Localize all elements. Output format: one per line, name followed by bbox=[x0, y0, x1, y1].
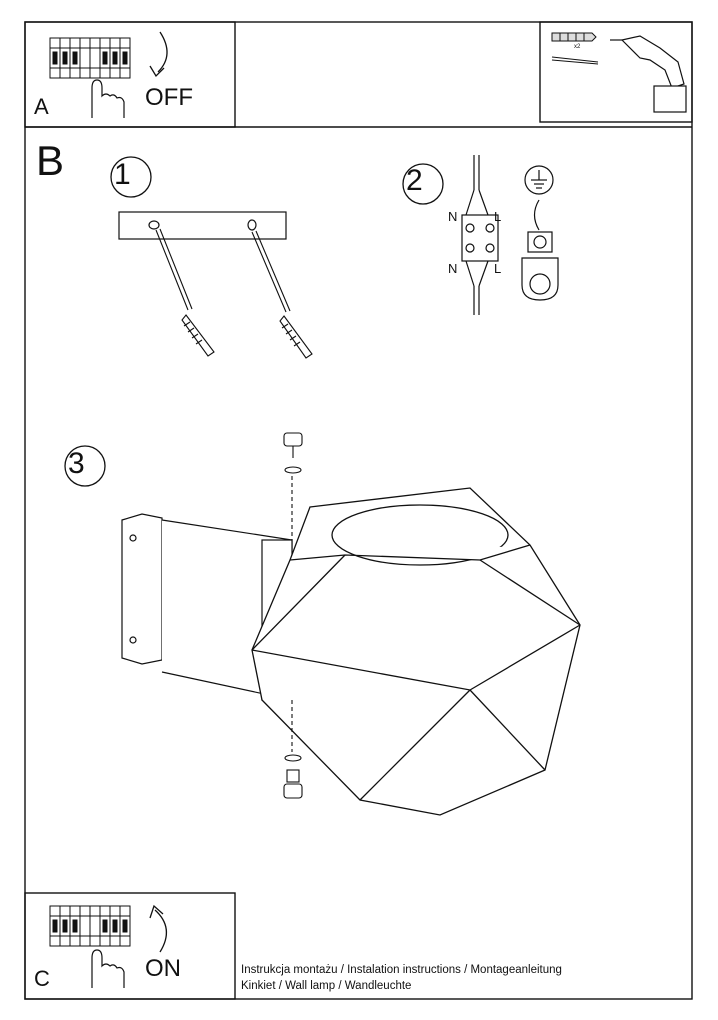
screw-and-plug-icon bbox=[155, 228, 215, 357]
mounting-plate bbox=[118, 211, 287, 240]
screw-and-plug-icon bbox=[251, 230, 313, 359]
screw-icon bbox=[551, 56, 599, 65]
live-wire-label: L bbox=[494, 209, 502, 224]
hand-icon bbox=[91, 79, 125, 118]
wall-plug-icon bbox=[551, 32, 597, 42]
section-c-label: C bbox=[34, 966, 50, 991]
arrow-up-icon bbox=[149, 904, 167, 953]
footer-caption: Instrukcja montażu / Instalation instruc… bbox=[241, 962, 562, 994]
ground-terminal-icon bbox=[521, 199, 559, 301]
terminal-block bbox=[461, 155, 499, 315]
step-1-circle bbox=[110, 156, 152, 198]
sheet-border bbox=[24, 21, 693, 1000]
on-label: ON bbox=[145, 955, 181, 982]
step-2-number: 2 bbox=[406, 164, 423, 197]
section-a-label: A bbox=[34, 94, 49, 119]
footer-line-2: Kinkiet / Wall lamp / Wandleuchte bbox=[241, 980, 412, 992]
neutral-wire-label: N bbox=[448, 261, 458, 276]
panel-c-border bbox=[24, 892, 236, 1000]
step-3-number: 3 bbox=[68, 447, 85, 480]
ground-icon bbox=[524, 165, 554, 195]
footer-line-1: Instrukcja montażu / Instalation instruc… bbox=[241, 964, 562, 976]
step-3-circle bbox=[64, 445, 106, 487]
breaker-panel-icon bbox=[49, 37, 131, 79]
off-label: OFF bbox=[145, 84, 193, 111]
section-b-label: B bbox=[36, 137, 65, 184]
bottom-screw-icon bbox=[283, 700, 303, 799]
neutral-wire-label: N bbox=[448, 209, 458, 224]
hand-icon bbox=[91, 949, 125, 988]
hexagonal-lamp-shade bbox=[251, 487, 581, 816]
drill-icon bbox=[610, 35, 687, 113]
quantity-label: x2 bbox=[574, 44, 581, 50]
arrow-down-icon bbox=[149, 31, 168, 78]
tools-panel-border bbox=[539, 21, 693, 123]
step-2-circle bbox=[402, 163, 444, 205]
live-wire-label: L bbox=[494, 261, 502, 276]
breaker-panel-icon bbox=[49, 905, 131, 947]
step-1-number: 1 bbox=[114, 158, 131, 191]
top-screw-icon bbox=[283, 432, 303, 540]
